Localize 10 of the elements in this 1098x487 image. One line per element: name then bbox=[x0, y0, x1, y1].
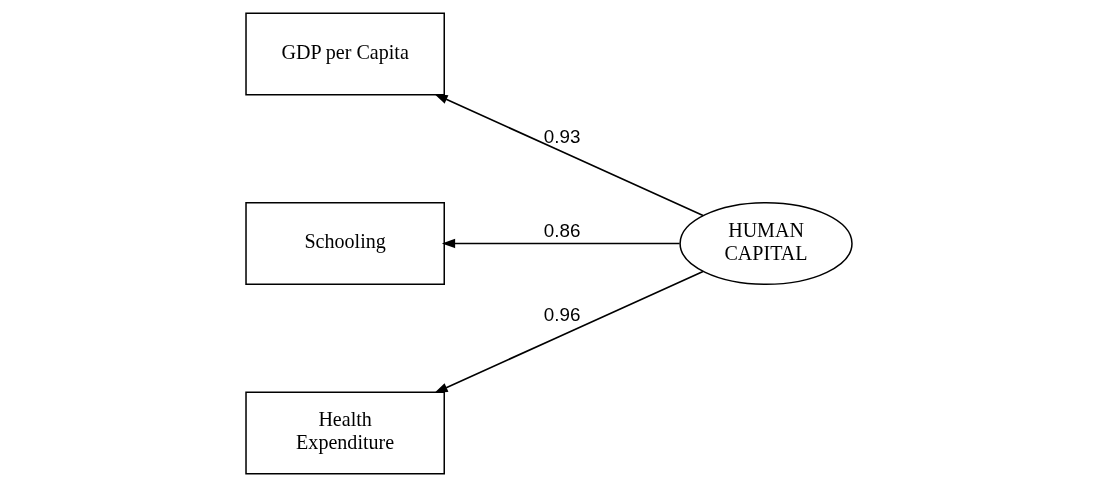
arrow bbox=[434, 93, 704, 217]
node-box: Schooling bbox=[245, 201, 445, 286]
edge-label: 0.96 bbox=[543, 304, 581, 326]
node-box: GDP per Capita bbox=[245, 12, 445, 96]
edge-label: 0.93 bbox=[543, 126, 581, 148]
node-ellipse: HUMAN CAPITAL bbox=[679, 201, 853, 286]
arrow bbox=[441, 238, 681, 249]
arrow bbox=[434, 270, 704, 394]
edge-label: 0.86 bbox=[543, 220, 581, 242]
node-box: Health Expenditure bbox=[245, 391, 445, 475]
